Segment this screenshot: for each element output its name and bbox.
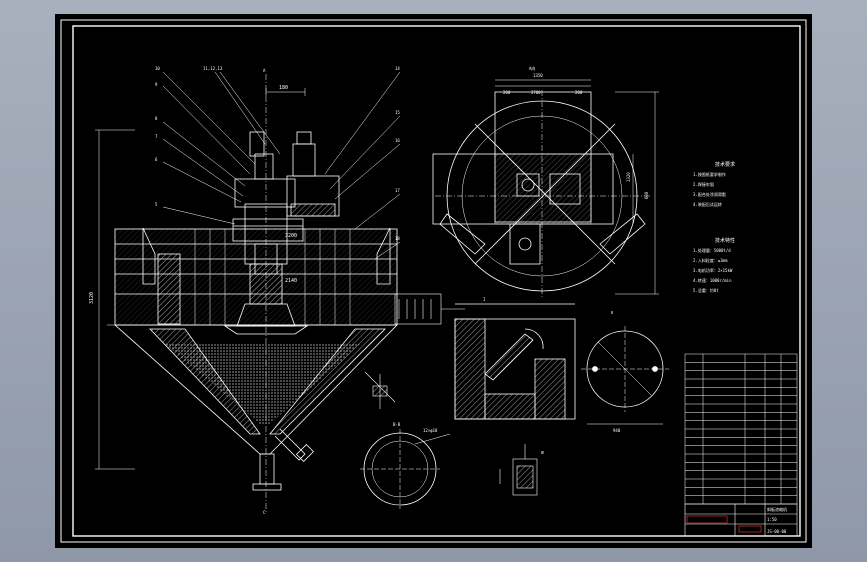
inner-border	[72, 25, 801, 537]
dim-3200: 3200	[285, 233, 297, 239]
flange-note: 12×φ18	[423, 428, 438, 433]
svg-text:技术特性: 技术特性	[715, 237, 735, 244]
flange-detail-bottom	[360, 429, 451, 509]
part-leaders	[162, 71, 401, 260]
part-no-17: 17	[395, 188, 400, 193]
section-mark-c: C	[263, 510, 266, 515]
dim-height: 3120	[89, 292, 95, 304]
part-no-5: 5	[155, 202, 158, 207]
part-no-15: 15	[395, 110, 400, 115]
plan-view	[432, 90, 650, 299]
dim-2140: 2140	[285, 278, 297, 284]
plan-view-title: A向	[529, 65, 535, 71]
plan-dim-200b: 200	[575, 90, 583, 95]
svg-text:2.焊接牢固: 2.焊接牢固	[693, 181, 714, 187]
small-detail-III	[499, 444, 538, 496]
plan-dim-1350: 1350	[533, 73, 543, 78]
svg-text:3.配合处涂润滑脂: 3.配合处涂润滑脂	[693, 191, 726, 197]
plan-dim-2700: 2700	[531, 90, 541, 95]
plan-dim-600: 600	[644, 191, 649, 199]
svg-text:4.装配后试运转: 4.装配后试运转	[693, 201, 722, 207]
elevation-dimensions	[95, 88, 306, 470]
svg-text:5.总重：约8t: 5.总重：约8t	[693, 287, 719, 293]
elevation-view	[113, 74, 398, 514]
flange-detail-right	[581, 326, 669, 425]
section-mark-a: A	[263, 68, 266, 73]
svg-text:1.按图纸要求制作: 1.按图纸要求制作	[693, 171, 726, 177]
cad-drawing: 180 3120 3200 2140 10 9 8	[60, 19, 807, 543]
detail-dim-940: 940	[613, 428, 621, 433]
drawing-sheet: 180 3120 3200 2140 10 9 8	[55, 14, 812, 548]
part-no-16: 16	[395, 138, 400, 143]
detail-symbol-1	[394, 293, 465, 325]
svg-text:2.入料粒度：≤3mm: 2.入料粒度：≤3mm	[693, 257, 728, 263]
svg-text:技术要求: 技术要求	[715, 161, 735, 168]
part-no-6: 6	[155, 157, 158, 162]
plan-dimensions	[495, 79, 659, 295]
part-no-7: 7	[155, 134, 158, 139]
title-scale: 1:50	[767, 517, 777, 522]
svg-text:4.转速：1000r/min: 4.转速：1000r/min	[693, 277, 732, 283]
part-no-9: 9	[155, 82, 158, 87]
plan-dim-1320: 1320	[626, 172, 631, 182]
part-no-8: 8	[155, 116, 158, 121]
part-no-18: 18	[395, 236, 400, 241]
detail-label-I: I	[483, 297, 486, 302]
title-block	[684, 503, 798, 537]
title-drawing-name: 斜板浓缩机	[767, 506, 787, 512]
detail-label-II: Ⅱ	[611, 310, 613, 315]
svg-text:1.处理量：5000t/d: 1.处理量：5000t/d	[693, 247, 731, 253]
tech-spec: 技术特性 1.处理量：5000t/d 2.入料粒度：≤3mm 3.电机功率：2×…	[693, 237, 735, 293]
parts-list-table	[684, 353, 798, 505]
plan-dim-200a: 200	[503, 90, 511, 95]
svg-text:3.电机功率：2×15kW: 3.电机功率：2×15kW	[693, 267, 733, 273]
detail-symbol-2	[364, 371, 396, 409]
title-drawing-no: JS-00-00	[767, 529, 787, 534]
dim-180: 180	[279, 85, 288, 91]
detail-label-bb: B-B	[393, 422, 401, 427]
detail-section-view	[454, 303, 576, 420]
part-no-10: 10	[155, 66, 160, 71]
detail-label-III: Ⅲ	[541, 450, 544, 455]
tech-requirements: 技术要求 1.按图纸要求制作 2.焊接牢固 3.配合处涂润滑脂 4.装配后试运转	[693, 161, 735, 207]
part-no-11-12-13: 11,12,13	[203, 66, 223, 71]
outer-border	[60, 19, 807, 543]
part-no-14: 14	[395, 66, 400, 71]
